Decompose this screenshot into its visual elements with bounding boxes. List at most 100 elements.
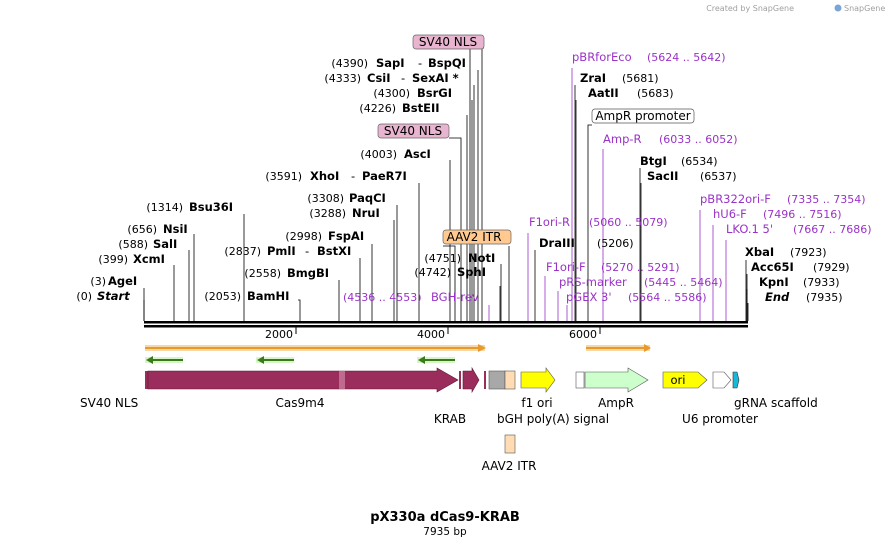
enzyme-position: (4751) — [424, 252, 461, 265]
enzyme-name[interactable]: BstXI — [317, 244, 351, 258]
ampr-promoter-feature[interactable] — [575, 371, 585, 389]
enzyme-separator: - — [305, 244, 309, 258]
enzyme-name[interactable]: NsiI — [163, 222, 188, 236]
enzyme-name[interactable]: ZraI — [580, 71, 606, 85]
enzyme-name[interactable]: BstEII — [402, 101, 440, 115]
enzyme-name[interactable]: BamHI — [247, 289, 289, 303]
enzyme-position: (5206) — [597, 237, 634, 250]
enzyme-name[interactable]: AscI — [404, 147, 431, 161]
enzyme-name[interactable]: KpnI — [759, 275, 789, 289]
enzyme-name[interactable]: BmgBI — [287, 266, 329, 280]
grna-scaffold-feature[interactable] — [732, 371, 740, 389]
sequence-backbone: 2000 4000 6000 — [144, 321, 748, 341]
primer-range: (5270 .. 5291) — [601, 261, 680, 274]
ampr-feature[interactable] — [584, 367, 649, 393]
primer-range: (5445 .. 5464) — [644, 276, 723, 289]
enzyme-name[interactable]: XcmI — [133, 252, 165, 266]
snapgene-credit: Created by SnapGene SnapGene — [706, 4, 885, 13]
ori-label: ori — [671, 373, 686, 387]
cas9-feature[interactable] — [147, 367, 459, 393]
linker-feature — [484, 371, 486, 389]
krab-label: KRAB — [434, 412, 466, 426]
enzyme-name[interactable]: PaqCI — [349, 191, 386, 205]
aav2-itr-feature[interactable] — [504, 370, 516, 390]
primer-range: (6033 .. 6052) — [659, 133, 738, 146]
svg-text:SV40 NLS: SV40 NLS — [384, 124, 442, 138]
feature-track: ori — [145, 366, 740, 454]
enzyme-name[interactable]: AatII — [588, 86, 619, 100]
enzyme-name[interactable]: BspQI — [428, 56, 466, 70]
enzyme-position: (7923) — [790, 246, 827, 259]
sv40-nls-feature-2[interactable] — [459, 371, 461, 389]
enzyme-position: (656) — [127, 223, 157, 236]
enzyme-name[interactable]: PaeR7I — [362, 169, 407, 183]
svg-text:AmpR promoter: AmpR promoter — [595, 109, 690, 123]
feature-tags: SV40 NLS SV40 NLS AAV2 ITR AmpR promoter — [377, 34, 695, 245]
enzyme-name[interactable]: Acc65I — [751, 260, 794, 274]
enzyme-name[interactable]: BsrGI — [417, 86, 452, 100]
enzyme-name[interactable]: Bsu36I — [189, 200, 233, 214]
enzyme-position: (7933) — [803, 276, 840, 289]
aav2-itr-tag[interactable]: AAV2 ITR — [442, 229, 512, 245]
enzyme-name[interactable]: PmlI — [267, 244, 296, 258]
primer-name[interactable]: Amp-R — [603, 132, 642, 146]
ori-feature[interactable] — [662, 371, 708, 389]
ruler-label: 6000 — [569, 328, 597, 341]
aav2-itr-feature-2[interactable] — [504, 434, 516, 454]
enzyme-name[interactable]: AgeI — [108, 274, 137, 288]
enzyme-labels: (3) AgeI (0) Start (399) XcmI (588) SalI… — [76, 56, 849, 304]
enzyme-name[interactable]: FspAI — [328, 229, 364, 243]
primer-range: (5624 .. 5642) — [647, 51, 726, 64]
primer-name[interactable]: F1ori-F — [546, 260, 586, 274]
ampr-label: AmpR — [598, 396, 634, 410]
primer-range: (5564 .. 5586) — [628, 291, 707, 304]
krab-feature[interactable] — [462, 366, 480, 394]
enzyme-name[interactable]: NotI — [468, 251, 495, 265]
orf-arrowhead-icon — [478, 344, 486, 352]
enzyme-name[interactable]: SapI — [376, 56, 405, 70]
orf-tracks — [145, 344, 651, 364]
sv40-nls-tag-mid[interactable]: SV40 NLS — [377, 123, 450, 139]
aav2-itr-label: AAV2 ITR — [482, 459, 537, 473]
sv40-nls-feature[interactable] — [145, 371, 148, 389]
enzyme-position: (4226) — [359, 102, 396, 115]
ampr-promoter-tag[interactable]: AmpR promoter — [591, 108, 695, 124]
enzyme-name[interactable]: BtgI — [640, 154, 667, 168]
primer-leader-lines — [488, 68, 727, 321]
enzyme-name[interactable]: XbaI — [745, 245, 774, 259]
u6-promoter-feature[interactable] — [712, 371, 732, 389]
enzyme-leader-lines — [143, 47, 749, 321]
primer-name[interactable]: pRS-marker — [559, 275, 627, 289]
enzyme-position: (6537) — [700, 170, 737, 183]
enzyme-name[interactable]: SacII — [647, 169, 678, 183]
primer-range: (7335 .. 7354) — [787, 193, 866, 206]
enzyme-name[interactable]: XhoI — [310, 169, 339, 183]
enzyme-separator: - — [351, 169, 355, 183]
primer-name[interactable]: pBR322ori-F — [700, 192, 771, 206]
grna-scaffold-label: gRNA scaffold — [734, 396, 818, 410]
f1-ori-feature[interactable] — [520, 367, 556, 393]
primer-name[interactable]: BGH-rev — [431, 290, 479, 304]
primer-name[interactable]: pBRforEco — [572, 50, 632, 64]
sv40-nls-tag-top[interactable]: SV40 NLS — [412, 34, 485, 50]
primer-name[interactable]: F1ori-R — [529, 215, 570, 229]
enzyme-position: (0) — [76, 290, 92, 303]
enzyme-name[interactable]: DraIII — [539, 236, 575, 250]
enzyme-name[interactable]: SalI — [153, 237, 177, 251]
primer-name[interactable]: pGEX 3' — [566, 290, 612, 304]
enzyme-name[interactable]: NruI — [352, 206, 380, 220]
enzyme-name[interactable]: CsiI — [367, 71, 391, 85]
sequence-start-label: Start — [97, 289, 130, 303]
orf-arrowhead-icon — [418, 356, 425, 364]
enzyme-position: (4333) — [324, 72, 361, 85]
bgh-polya-feature[interactable] — [488, 370, 506, 390]
primer-name[interactable]: hU6-F — [713, 207, 747, 221]
orf-arrowhead-icon — [644, 344, 651, 352]
enzyme-position: (588) — [118, 238, 148, 251]
enzyme-position: (4390) — [331, 57, 368, 70]
primer-name[interactable]: LKO.1 5' — [726, 222, 773, 236]
f1-ori-label: f1 ori — [521, 396, 552, 410]
enzyme-name[interactable]: SphI — [457, 265, 486, 279]
enzyme-name[interactable]: SexAI * — [412, 71, 459, 85]
cas9-hatch — [339, 371, 345, 389]
